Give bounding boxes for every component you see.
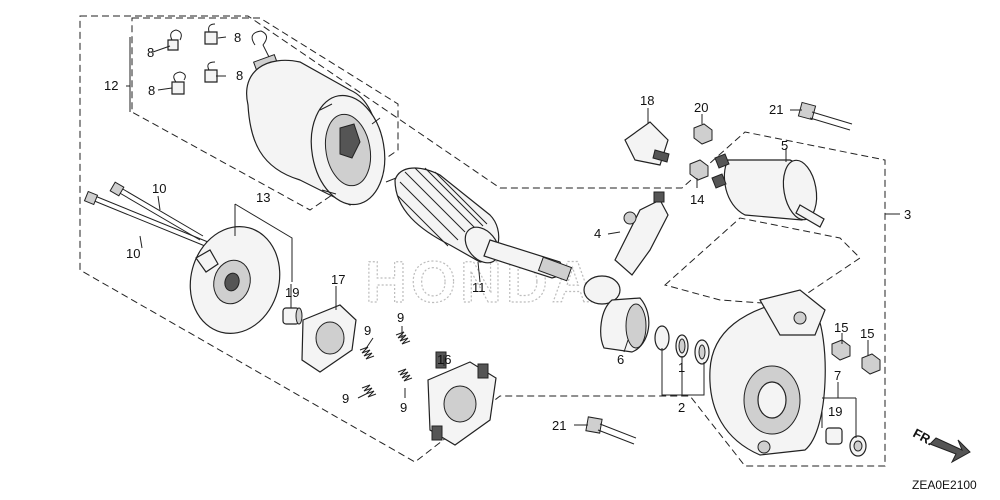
callout-8: 8 [236,68,243,83]
brush-icon [167,23,218,95]
solenoid-icon [711,153,825,228]
nut-icon [689,123,713,181]
callout-20: 20 [694,100,708,115]
callout-13: 13 [256,190,270,205]
callout-8: 8 [147,45,154,60]
callout-9: 9 [397,310,404,325]
callout-1: 1 [678,360,685,375]
callout-7: 7 [834,368,841,383]
rear-cover-icon [189,226,281,334]
front-direction-marker: FR. [911,425,971,464]
leader-lines [126,36,900,438]
callout-16: 16 [437,352,451,367]
callout-6: 6 [617,352,624,367]
callout-15: 15 [860,326,874,341]
connector-icon [624,121,670,166]
callout-17: 17 [331,272,345,287]
washer-icon [654,325,710,365]
callout-14: 14 [690,192,704,207]
callout-11: 11 [472,280,486,295]
assembly-boundary [79,15,886,467]
callout-19: 19 [285,285,299,300]
brush-holder-icon [427,351,497,446]
bushing-icon [282,307,303,325]
solenoid-group-boundary [663,217,861,306]
through-bolt-icon [83,181,209,247]
callout-10: 10 [126,246,140,261]
callout-5: 5 [781,138,788,153]
callout-3: 3 [904,207,911,222]
front-housing-icon [709,289,826,456]
yoke-group-boundary [131,17,399,211]
shift-lever-icon [614,191,669,276]
pinion-gear-icon [583,275,650,353]
callout-21: 21 [552,418,566,433]
housing-nut-icon [831,339,881,375]
callout-8: 8 [234,30,241,45]
diagram-code: ZEA0E2100 [912,478,977,492]
callout-9: 9 [342,391,349,406]
callout-12: 12 [104,78,118,93]
callout-8: 8 [148,83,155,98]
callout-21: 21 [769,102,783,117]
armature-icon [385,167,573,282]
callout-9: 9 [400,400,407,415]
callout-10: 10 [152,181,166,196]
spring-icon [359,331,413,398]
front-bushing-icon [825,427,867,457]
motor-yoke-icon [246,59,386,206]
callout-15: 15 [834,320,848,335]
callout-18: 18 [640,93,654,108]
brush-holder-plate-icon [301,304,357,373]
solenoid-bolt-icon [797,101,853,131]
callout-19: 19 [828,404,842,419]
callout-2: 2 [678,400,685,415]
callout-labels: 8 8 8 8 12 10 10 13 19 17 9 9 9 9 16 11 … [104,30,911,433]
callout-4: 4 [594,226,601,241]
callout-9: 9 [364,323,371,338]
housing-bolt-icon [585,416,637,445]
